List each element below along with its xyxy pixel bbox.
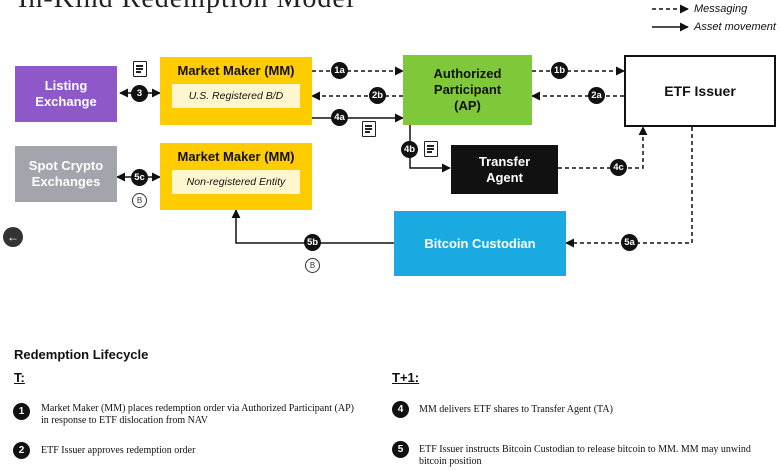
lifecycle-step-text: MM delivers ETF shares to Transfer Agent…: [419, 404, 613, 415]
market-maker-registered-box: Market Maker (MM) U.S. Registered B/D: [160, 57, 312, 125]
arrow-4c: [558, 126, 648, 169]
listing-exchange-box: Listing Exchange: [15, 66, 117, 122]
lifecycle-t1-label: T+1:: [392, 370, 420, 385]
market-maker-nonregistered-title: Market Maker (MM): [177, 149, 295, 164]
market-maker-nonregistered-box: Market Maker (MM) Non-registered Entity: [160, 143, 312, 210]
step-2a-badge: 2a: [588, 87, 605, 104]
arrow-5a: [565, 127, 693, 248]
lifecycle-step-number: 1: [13, 403, 30, 420]
bitcoin-custodian-box: Bitcoin Custodian: [394, 211, 566, 276]
step-4a-badge: 4a: [331, 109, 348, 126]
step-5b-badge: 5b: [304, 234, 321, 251]
diagram-title: In-Kind Redemption Model: [18, 0, 355, 15]
transfer-agent-box: Transfer Agent: [451, 145, 558, 194]
lifecycle-step-number: 2: [13, 442, 30, 459]
document-icon: [362, 121, 376, 137]
market-maker-registered-title: Market Maker (MM): [177, 63, 295, 78]
lifecycle-heading: Redemption Lifecycle: [14, 347, 149, 362]
authorized-participant-label: Authorized Participant (AP): [433, 66, 502, 113]
lifecycle-step-number: 5: [392, 441, 409, 458]
document-icon: [424, 141, 438, 157]
arrow-4b: [409, 125, 451, 173]
transfer-agent-label: Transfer Agent: [478, 153, 531, 185]
lifecycle-step-text: Market Maker (MM) places redemption orde…: [41, 403, 354, 426]
step-1b-badge: 1b: [551, 62, 568, 79]
step-2b-badge: 2b: [369, 87, 386, 104]
lifecycle-step-text: ETF Issuer approves redemption order: [41, 445, 196, 456]
back-arrow-icon[interactable]: ←: [3, 227, 23, 247]
step-4b-badge: 4b: [401, 141, 418, 158]
legend-asset-movement-label: Asset movement: [694, 21, 776, 33]
lifecycle-step-number: 4: [392, 401, 409, 418]
step-4c-badge: 4c: [610, 159, 627, 176]
bitcoin-coin-icon: B: [132, 193, 147, 208]
legend-messaging-label: Messaging: [694, 3, 748, 15]
step-5c-badge: 5c: [131, 169, 148, 186]
authorized-participant-box: Authorized Participant (AP): [403, 55, 532, 125]
market-maker-registered-subtitle: U.S. Registered B/D: [172, 84, 300, 108]
lifecycle-t-label: T:: [14, 370, 25, 385]
document-icon: [133, 61, 147, 77]
arrow-5b: [231, 209, 394, 244]
spot-crypto-exchanges-box: Spot Crypto Exchanges: [15, 146, 117, 202]
etf-issuer-box: ETF Issuer: [624, 55, 776, 127]
step-1a-badge: 1a: [331, 62, 348, 79]
step-3-badge: 3: [131, 85, 148, 102]
lifecycle-step-text: ETF Issuer instructs Bitcoin Custodian t…: [419, 444, 751, 467]
market-maker-nonregistered-subtitle: Non-registered Entity: [172, 170, 300, 194]
spot-crypto-exchanges-label: Spot Crypto Exchanges: [28, 158, 104, 189]
etf-issuer-label: ETF Issuer: [664, 83, 736, 99]
step-5a-badge: 5a: [621, 234, 638, 251]
bitcoin-coin-icon: B: [305, 258, 320, 273]
listing-exchange-label: Listing Exchange: [35, 78, 97, 109]
bitcoin-custodian-label: Bitcoin Custodian: [424, 236, 536, 251]
